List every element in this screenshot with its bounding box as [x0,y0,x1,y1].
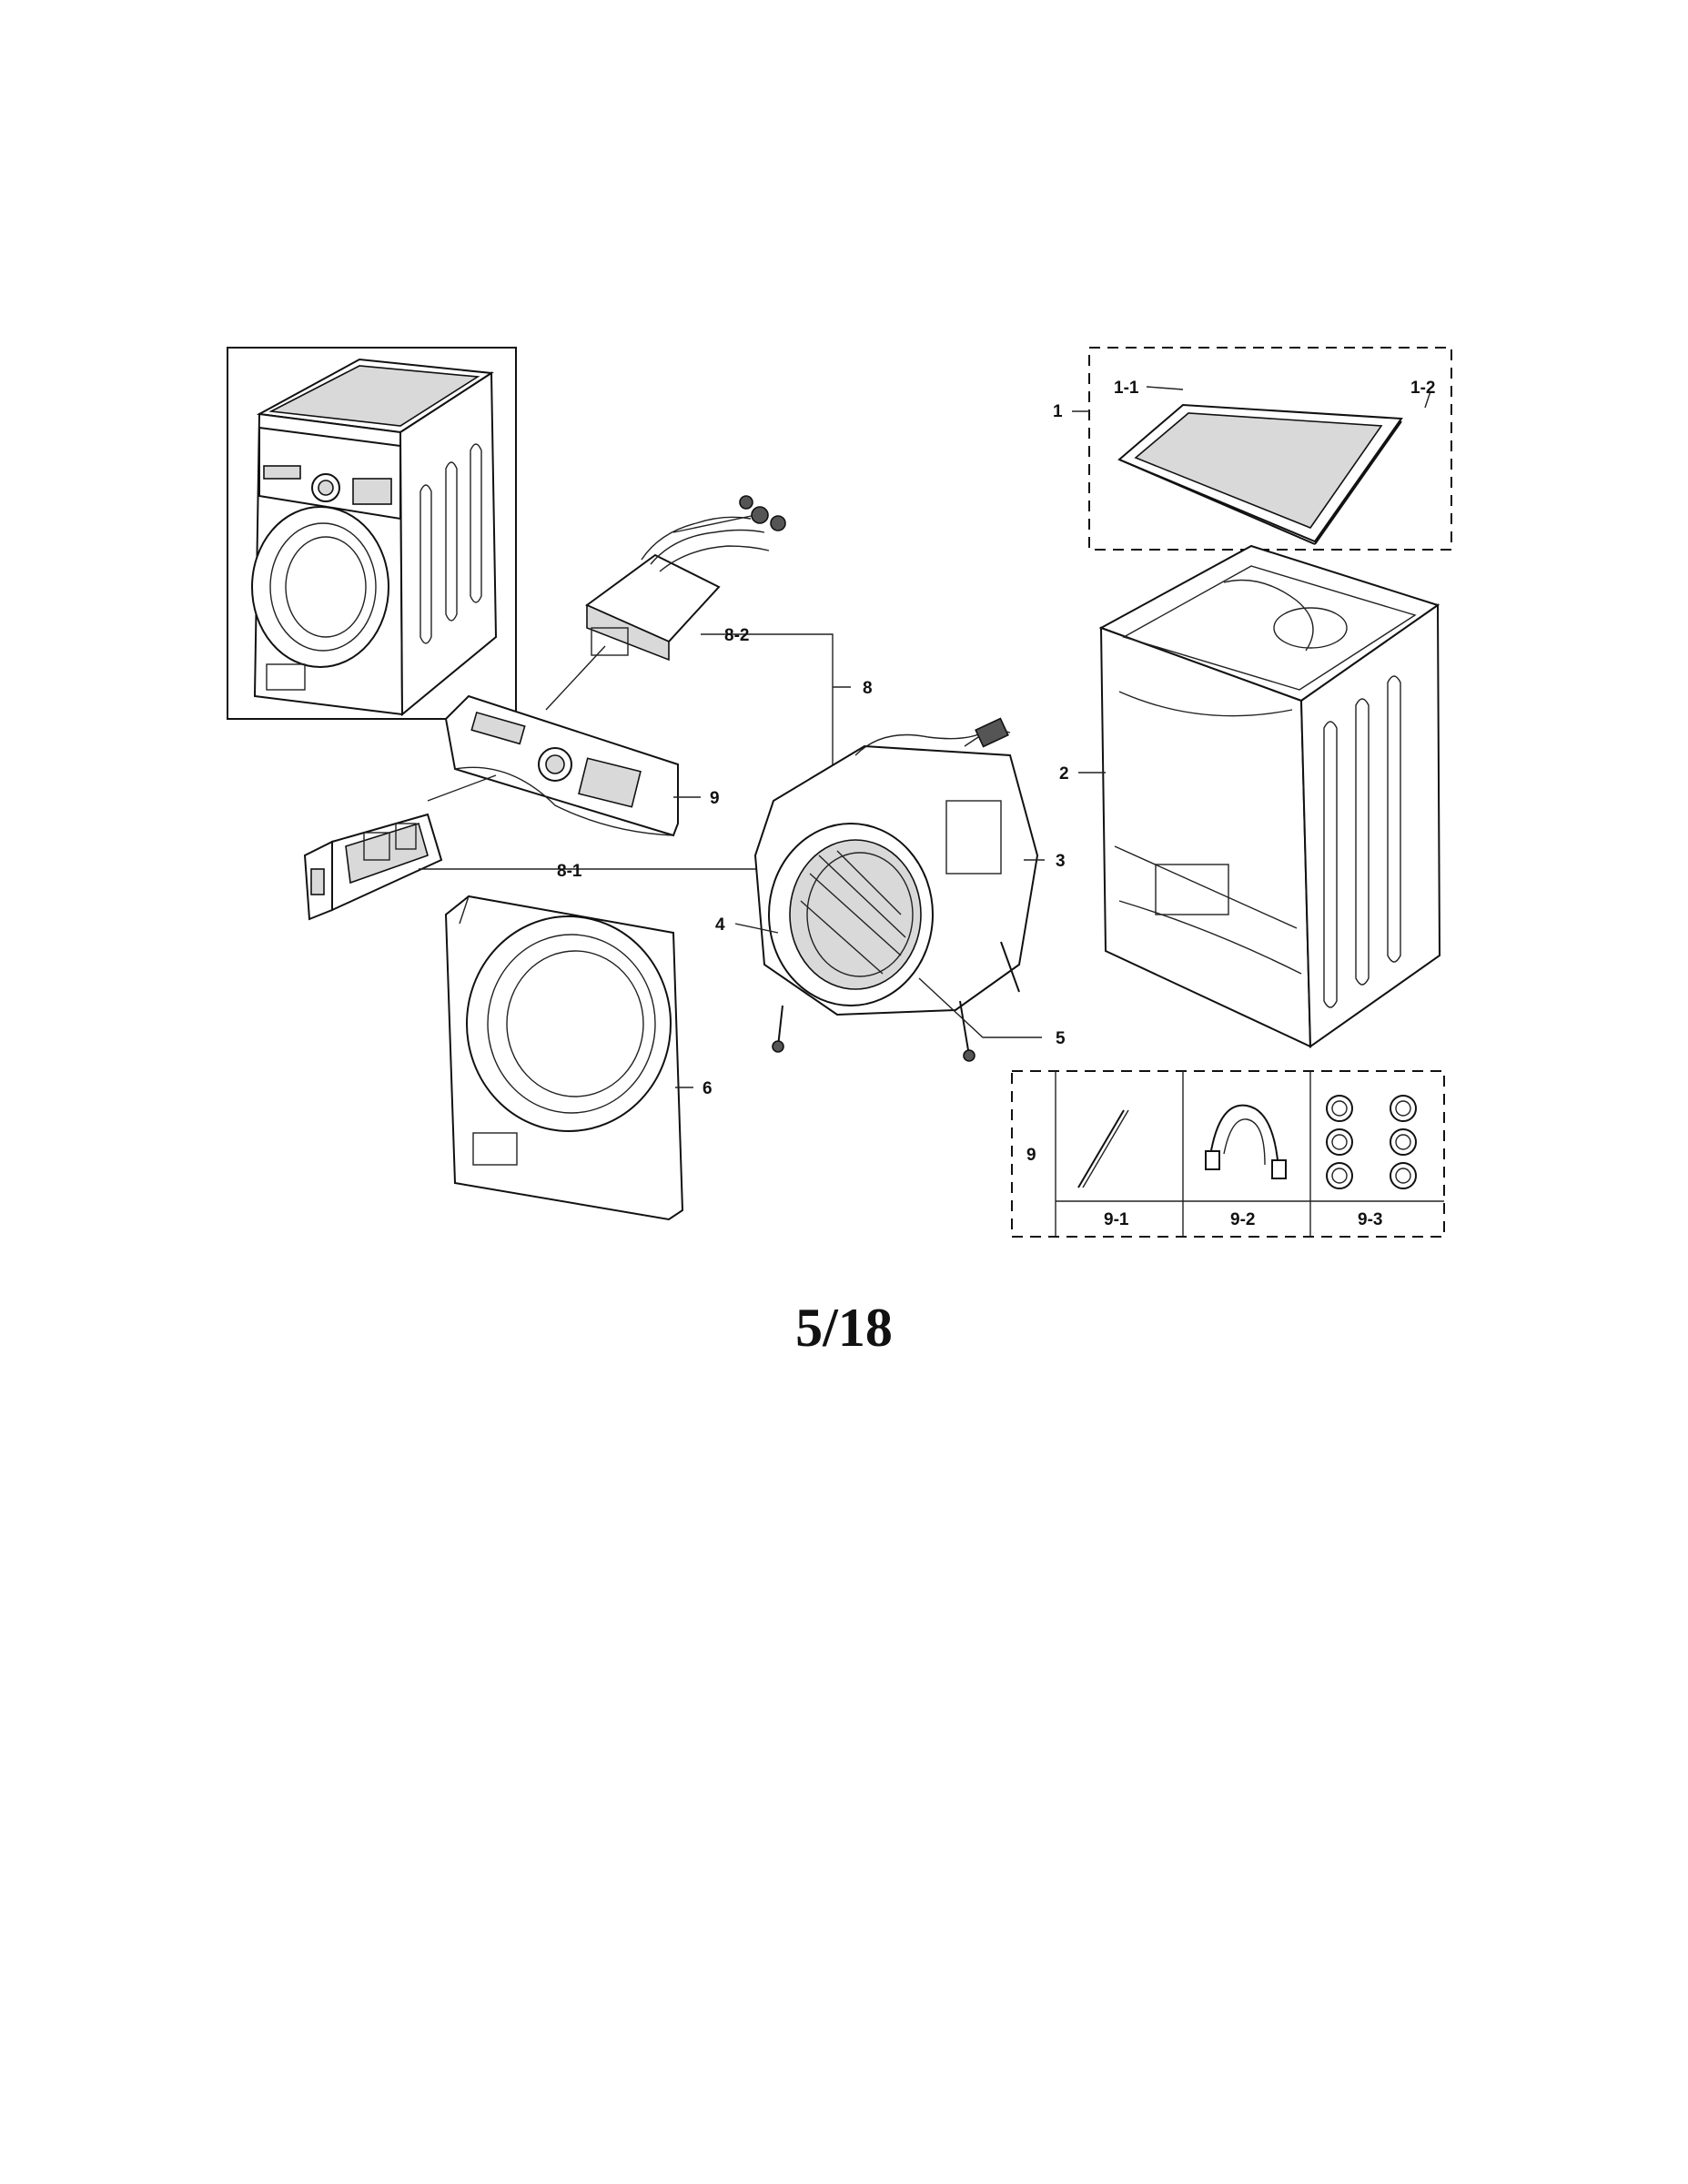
callout-9-control-panel: 9 [710,789,720,808]
leg-cap-icons [1326,1095,1417,1189]
hose-guide-icon [1209,1104,1279,1170]
callout-2: 2 [1059,764,1069,784]
cabinet-frame [1098,544,1441,1048]
callout-1-2: 1-2 [1410,379,1435,398]
accessory-kit-box [1011,1070,1445,1238]
detergent-drawer [303,813,443,921]
callout-9-1: 9-1 [1104,1210,1129,1229]
callout-9-3: 9-3 [1358,1210,1382,1229]
callout-5: 5 [1056,1029,1066,1048]
control-panel [444,694,679,837]
callout-8-2: 8-2 [724,626,749,645]
top-cover-group [1088,347,1452,551]
callout-8-1: 8-1 [557,862,582,881]
callout-6: 6 [702,1079,713,1098]
callout-3: 3 [1056,852,1066,871]
page-number: 5/18 [795,1298,893,1358]
tub-drum-assembly [753,717,1039,1062]
cable-tie-icon [1077,1109,1125,1188]
callout-1-1: 1-1 [1114,379,1139,398]
callout-1: 1 [1053,402,1063,421]
pcb-wiring-harness [585,495,786,662]
callout-9-accessory-kit: 9 [1026,1146,1036,1165]
front-panel [444,895,684,1221]
callout-4: 4 [715,915,725,935]
callout-8: 8 [863,679,873,698]
assembled-washer-illustration [227,347,517,720]
callout-9-2: 9-2 [1230,1210,1255,1229]
